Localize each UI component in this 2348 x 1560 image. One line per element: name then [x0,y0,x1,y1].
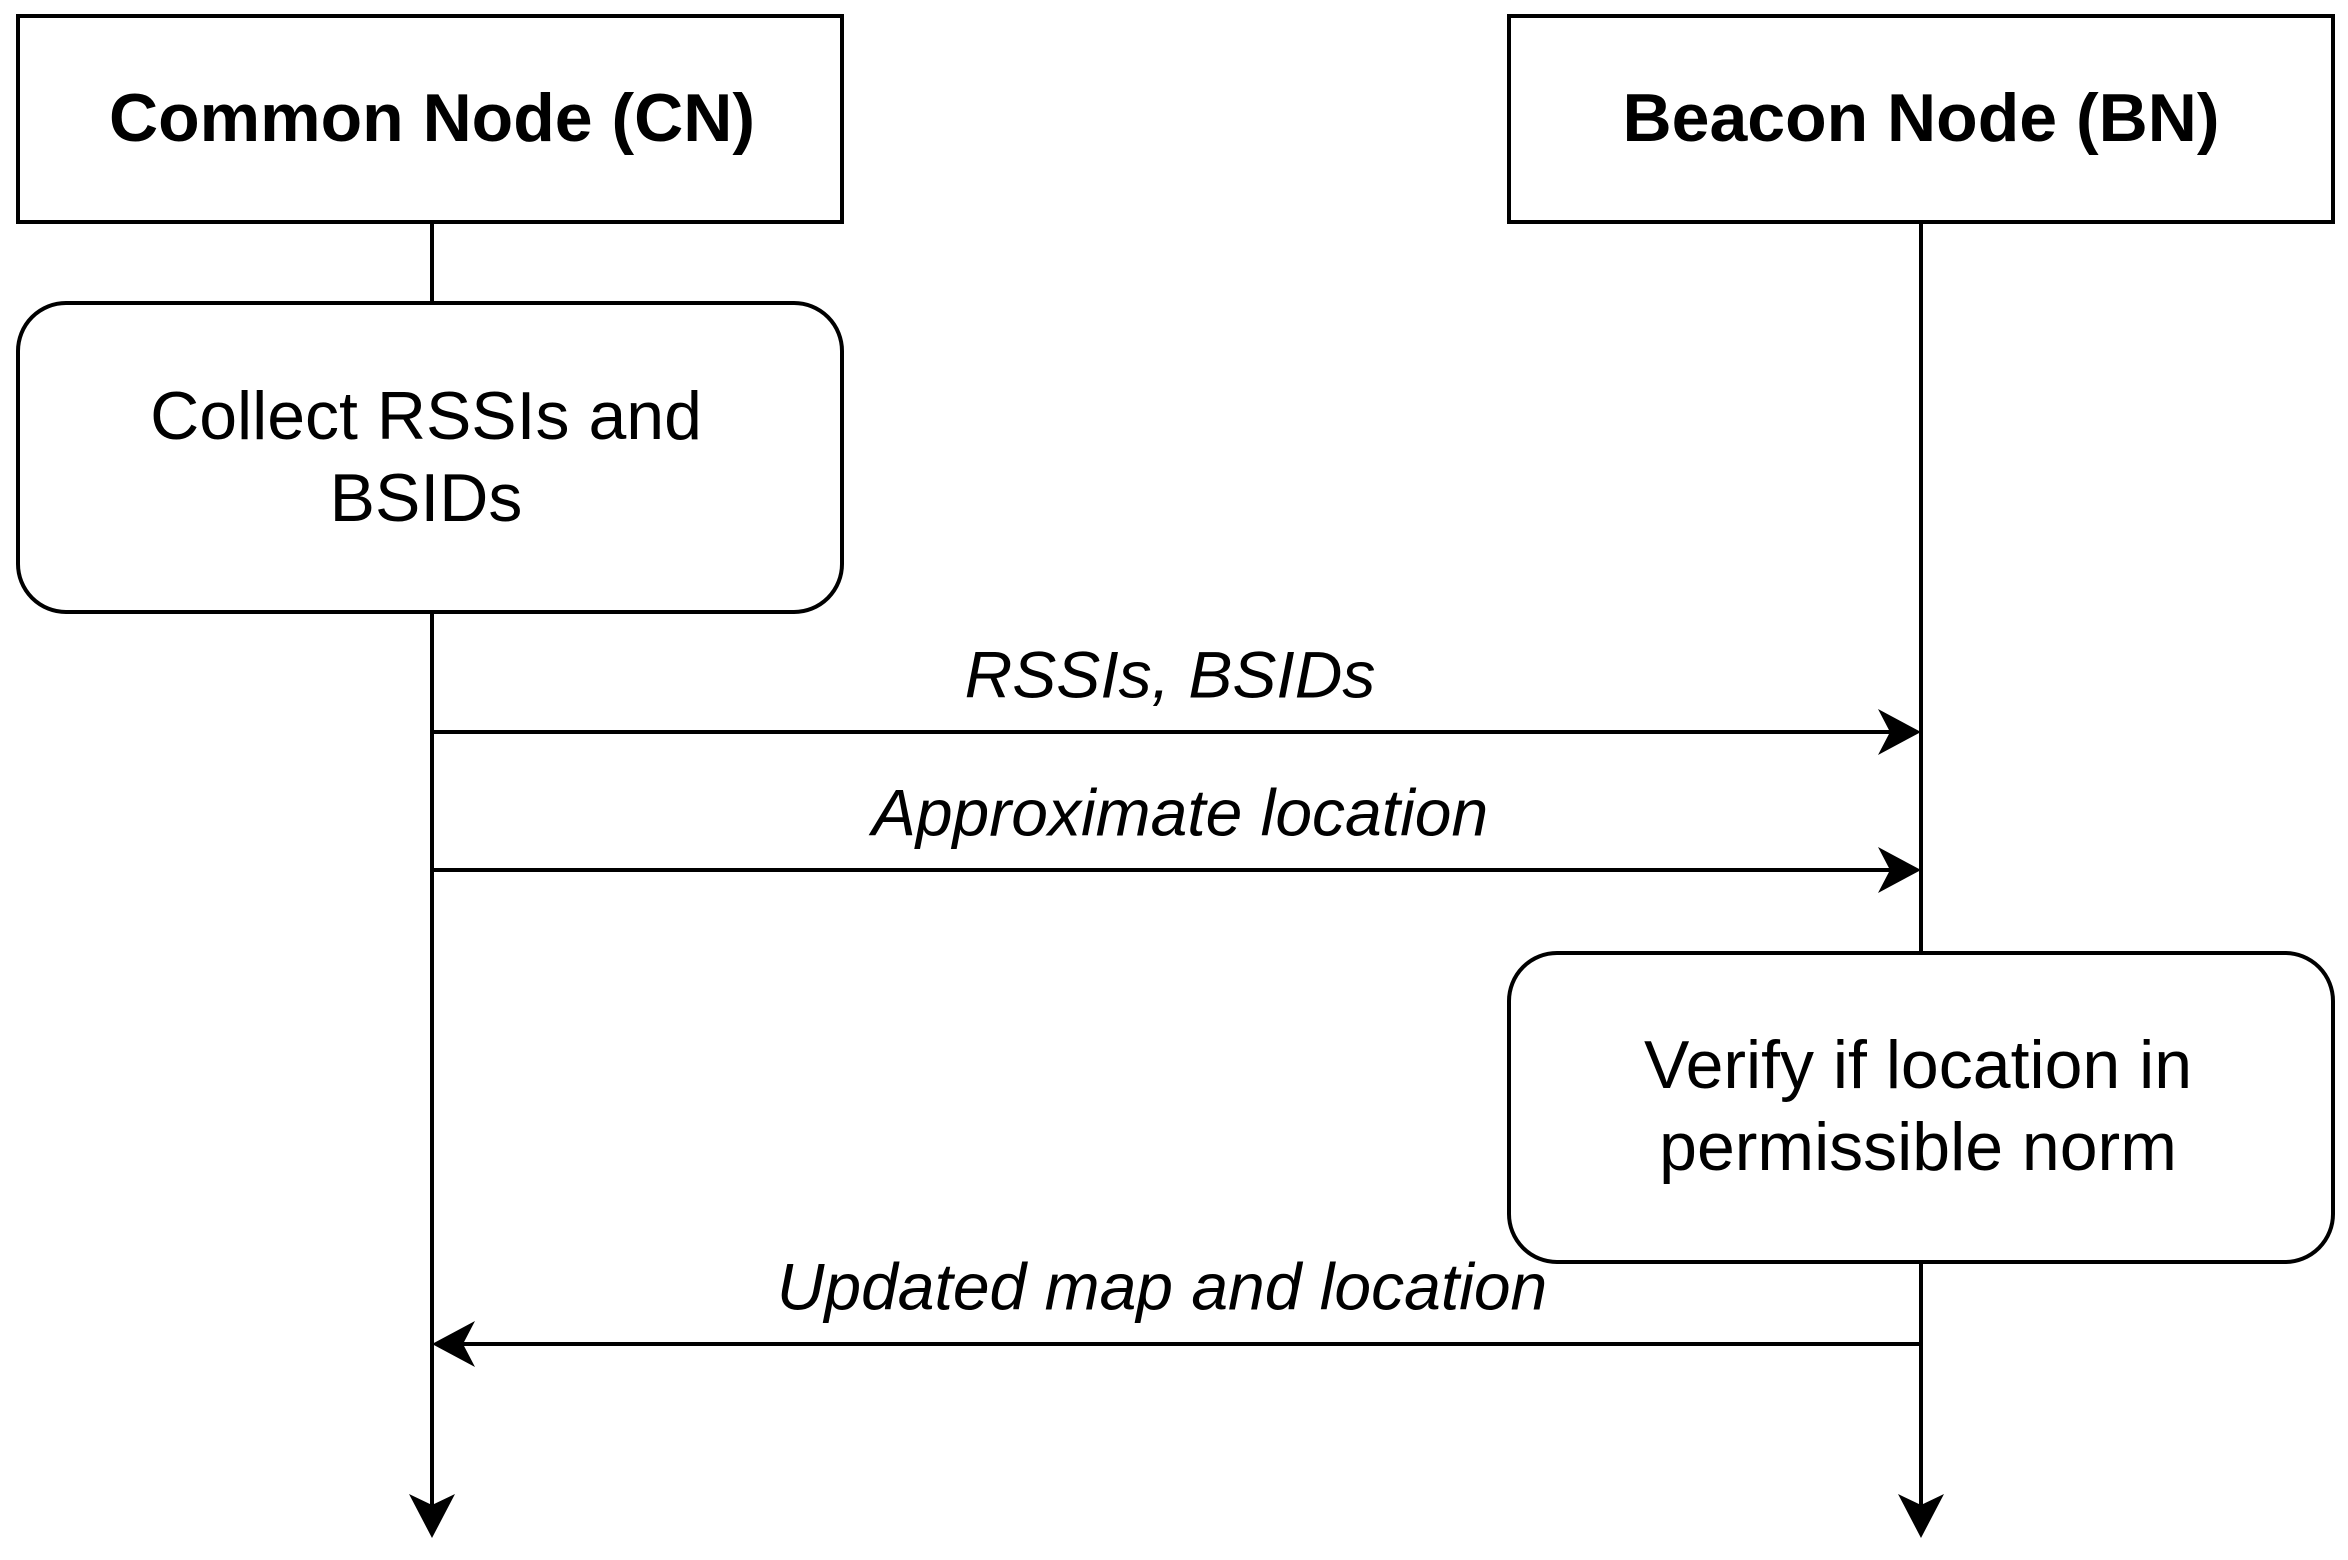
participant-cn-label: Common Node (CN) [109,80,755,156]
message-rssis-bsids-arrowhead [1878,709,1921,755]
message-updated-map-location-label: Updated map and location [777,1249,1548,1323]
message-approximate-location: Approximate location [432,775,1921,893]
step-verify: Verify if location in permissible norm [1507,951,2335,1264]
lifeline-bn [1898,224,1944,1538]
participant-cn: Common Node (CN) [16,14,844,224]
message-approximate-location-label: Approximate location [868,775,1488,849]
participant-bn-box [1507,14,2335,224]
lifeline-cn [409,224,455,1538]
participant-bn-label: Beacon Node (BN) [1623,80,2220,156]
step-collect-line1: Collect RSSIs and [150,378,702,454]
message-approximate-location-arrowhead [1878,847,1921,893]
step-collect: Collect RSSIs and BSIDs [16,301,844,614]
message-updated-map-location: Updated map and location [432,1249,1921,1367]
message-rssis-bsids-label: RSSIs, BSIDs [965,637,1376,711]
lifeline-cn-arrowhead [409,1494,455,1538]
message-updated-map-location-arrowhead [432,1321,475,1367]
step-verify-line2: permissible norm [1659,1109,2177,1185]
message-rssis-bsids: RSSIs, BSIDs [432,637,1921,755]
participant-bn: Beacon Node (BN) [1507,14,2335,224]
participant-cn-box [16,14,844,224]
lifeline-bn-arrowhead [1898,1494,1944,1538]
step-verify-line1: Verify if location in [1644,1027,2192,1103]
step-collect-line2: BSIDs [330,460,523,536]
step-collect-box [16,301,844,614]
step-verify-box [1507,951,2335,1264]
